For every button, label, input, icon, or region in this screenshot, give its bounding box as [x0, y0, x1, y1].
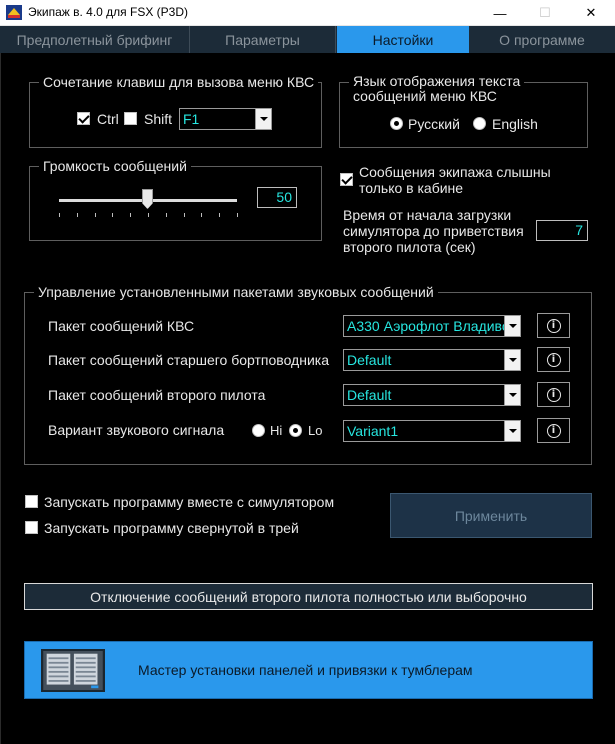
chevron-down-icon[interactable]	[255, 109, 271, 129]
chevron-down-icon[interactable]	[504, 421, 520, 441]
window-title: Экипаж в. 4.0 для FSX (P3D)	[28, 5, 189, 19]
start-minimized-checkbox[interactable]	[25, 521, 38, 534]
greeting-delay-line2: симулятора до приветствия	[343, 223, 524, 239]
language-legend-line1: Язык отображения текста	[353, 73, 521, 89]
maximize-icon: ☐	[539, 5, 551, 20]
settings-panel: Сочетание клавиш для вызова меню КВС Ctr…	[0, 53, 615, 744]
info-icon: i	[546, 352, 561, 367]
close-button[interactable]: ✕	[568, 0, 614, 26]
lo-radio[interactable]	[289, 424, 302, 437]
chevron-down-icon[interactable]	[504, 316, 520, 336]
chevron-down-icon[interactable]	[504, 350, 520, 370]
ctrl-checkbox[interactable]	[77, 112, 90, 125]
close-icon: ✕	[585, 5, 597, 20]
hi-radio[interactable]	[252, 424, 265, 437]
cabin-only-line1: Сообщения экипажа слышны	[359, 164, 551, 180]
title-bar: Экипаж в. 4.0 для FSX (P3D) — ☐ ✕	[0, 0, 615, 26]
slider-tick	[148, 213, 149, 217]
start-with-sim-checkbox[interactable]	[25, 495, 38, 508]
purser-package-label: Пакет сообщений старшего бортповодника	[48, 352, 329, 368]
apply-button[interactable]: Применить	[390, 493, 592, 538]
slider-tick	[112, 213, 114, 217]
purser-package-select[interactable]: Default	[343, 349, 521, 371]
greeting-delay-line3: второго пилота (сек)	[343, 239, 476, 255]
russian-label: Русский	[408, 116, 460, 132]
wizard-button[interactable]: Мастер установки панелей и привязки к ту…	[24, 641, 593, 699]
purser-package-value: Default	[347, 352, 392, 368]
shift-checkbox[interactable]	[124, 112, 137, 125]
tab-briefing[interactable]: Предполетный брифинг	[0, 26, 190, 53]
slider-tick	[76, 213, 78, 217]
start-minimized-label: Запускать программу свернутой в трей	[44, 520, 299, 536]
volume-legend: Громкость сообщений	[39, 158, 191, 174]
chevron-down-icon[interactable]	[504, 385, 520, 405]
english-label: English	[492, 116, 538, 132]
wizard-label: Мастер установки панелей и привязки к ту…	[138, 662, 473, 678]
purser-info-button[interactable]: i	[537, 347, 570, 372]
volume-value[interactable]: 50	[257, 187, 297, 208]
captain-package-label: Пакет сообщений КВС	[48, 318, 195, 334]
copilot-package-value: Default	[347, 387, 392, 403]
captain-package-select[interactable]: А330 Аэрофлот Владиво	[343, 315, 521, 337]
start-with-sim-label: Запускать программу вместе с симулятором	[44, 494, 335, 510]
tab-about[interactable]: О программе	[499, 31, 585, 48]
slider-tick	[94, 213, 96, 217]
lo-label: Lo	[308, 423, 323, 438]
packages-legend: Управление установленными пакетами звуко…	[34, 284, 438, 300]
hi-label: Hi	[270, 423, 283, 438]
copilot-info-button[interactable]: i	[537, 382, 570, 407]
slider-tick	[237, 213, 238, 217]
language-legend-line2: сообщений меню КВС	[353, 88, 497, 104]
slider-tick	[201, 213, 203, 217]
ctrl-label: Ctrl	[97, 111, 119, 127]
minimize-button[interactable]: —	[477, 0, 523, 26]
hotkey-legend: Сочетание клавиш для вызова меню КВС	[39, 74, 319, 90]
english-radio[interactable]	[473, 117, 486, 130]
captain-package-value: А330 Аэрофлот Владиво	[347, 318, 510, 334]
slider-tick	[59, 213, 60, 217]
tab-settings[interactable]: Настойки	[337, 26, 469, 53]
packages-group: Управление установленными пакетами звуко…	[24, 284, 592, 465]
hotkey-select[interactable]: F1	[179, 108, 272, 130]
app-icon	[6, 5, 22, 20]
hotkey-group: Сочетание клавиш для вызова меню КВС Ctr…	[29, 74, 322, 148]
tab-parameters[interactable]: Параметры	[190, 26, 336, 53]
copilot-package-label: Пакет сообщений второго пилота	[48, 387, 266, 403]
tab-strip: Предполетный брифинг Параметры Настойки …	[0, 26, 615, 53]
signal-variant-value: Variant1	[347, 423, 399, 439]
slider-tick	[219, 213, 221, 217]
slider-tick	[130, 213, 132, 217]
panel-icon	[41, 649, 105, 692]
shift-label: Shift	[144, 111, 173, 127]
cabin-only-checkbox[interactable]	[340, 173, 353, 186]
signal-variant-select[interactable]: Variant1	[343, 420, 521, 442]
hotkey-value: F1	[183, 111, 200, 127]
greeting-delay-line1: Время от начала загрузки	[343, 207, 512, 223]
captain-info-button[interactable]: i	[537, 313, 570, 338]
greeting-delay-input[interactable]: 7	[536, 220, 588, 241]
info-icon: i	[546, 387, 561, 402]
volume-group: Громкость сообщений 50	[29, 158, 322, 241]
disable-copilot-button[interactable]: Отключение сообщений второго пилота полн…	[24, 583, 593, 610]
info-icon: i	[546, 318, 561, 333]
maximize-button[interactable]: ☐	[522, 0, 568, 26]
signal-variant-label: Вариант звукового сигнала	[48, 422, 225, 438]
slider-tick	[183, 213, 185, 217]
russian-radio[interactable]	[390, 117, 403, 130]
slider-tick	[165, 213, 167, 217]
signal-info-button[interactable]: i	[537, 418, 570, 443]
minimize-icon: —	[493, 5, 507, 21]
cabin-only-line2: только в кабине	[359, 180, 464, 196]
volume-slider-thumb[interactable]	[142, 189, 153, 209]
info-icon: i	[546, 423, 561, 438]
copilot-package-select[interactable]: Default	[343, 384, 521, 406]
